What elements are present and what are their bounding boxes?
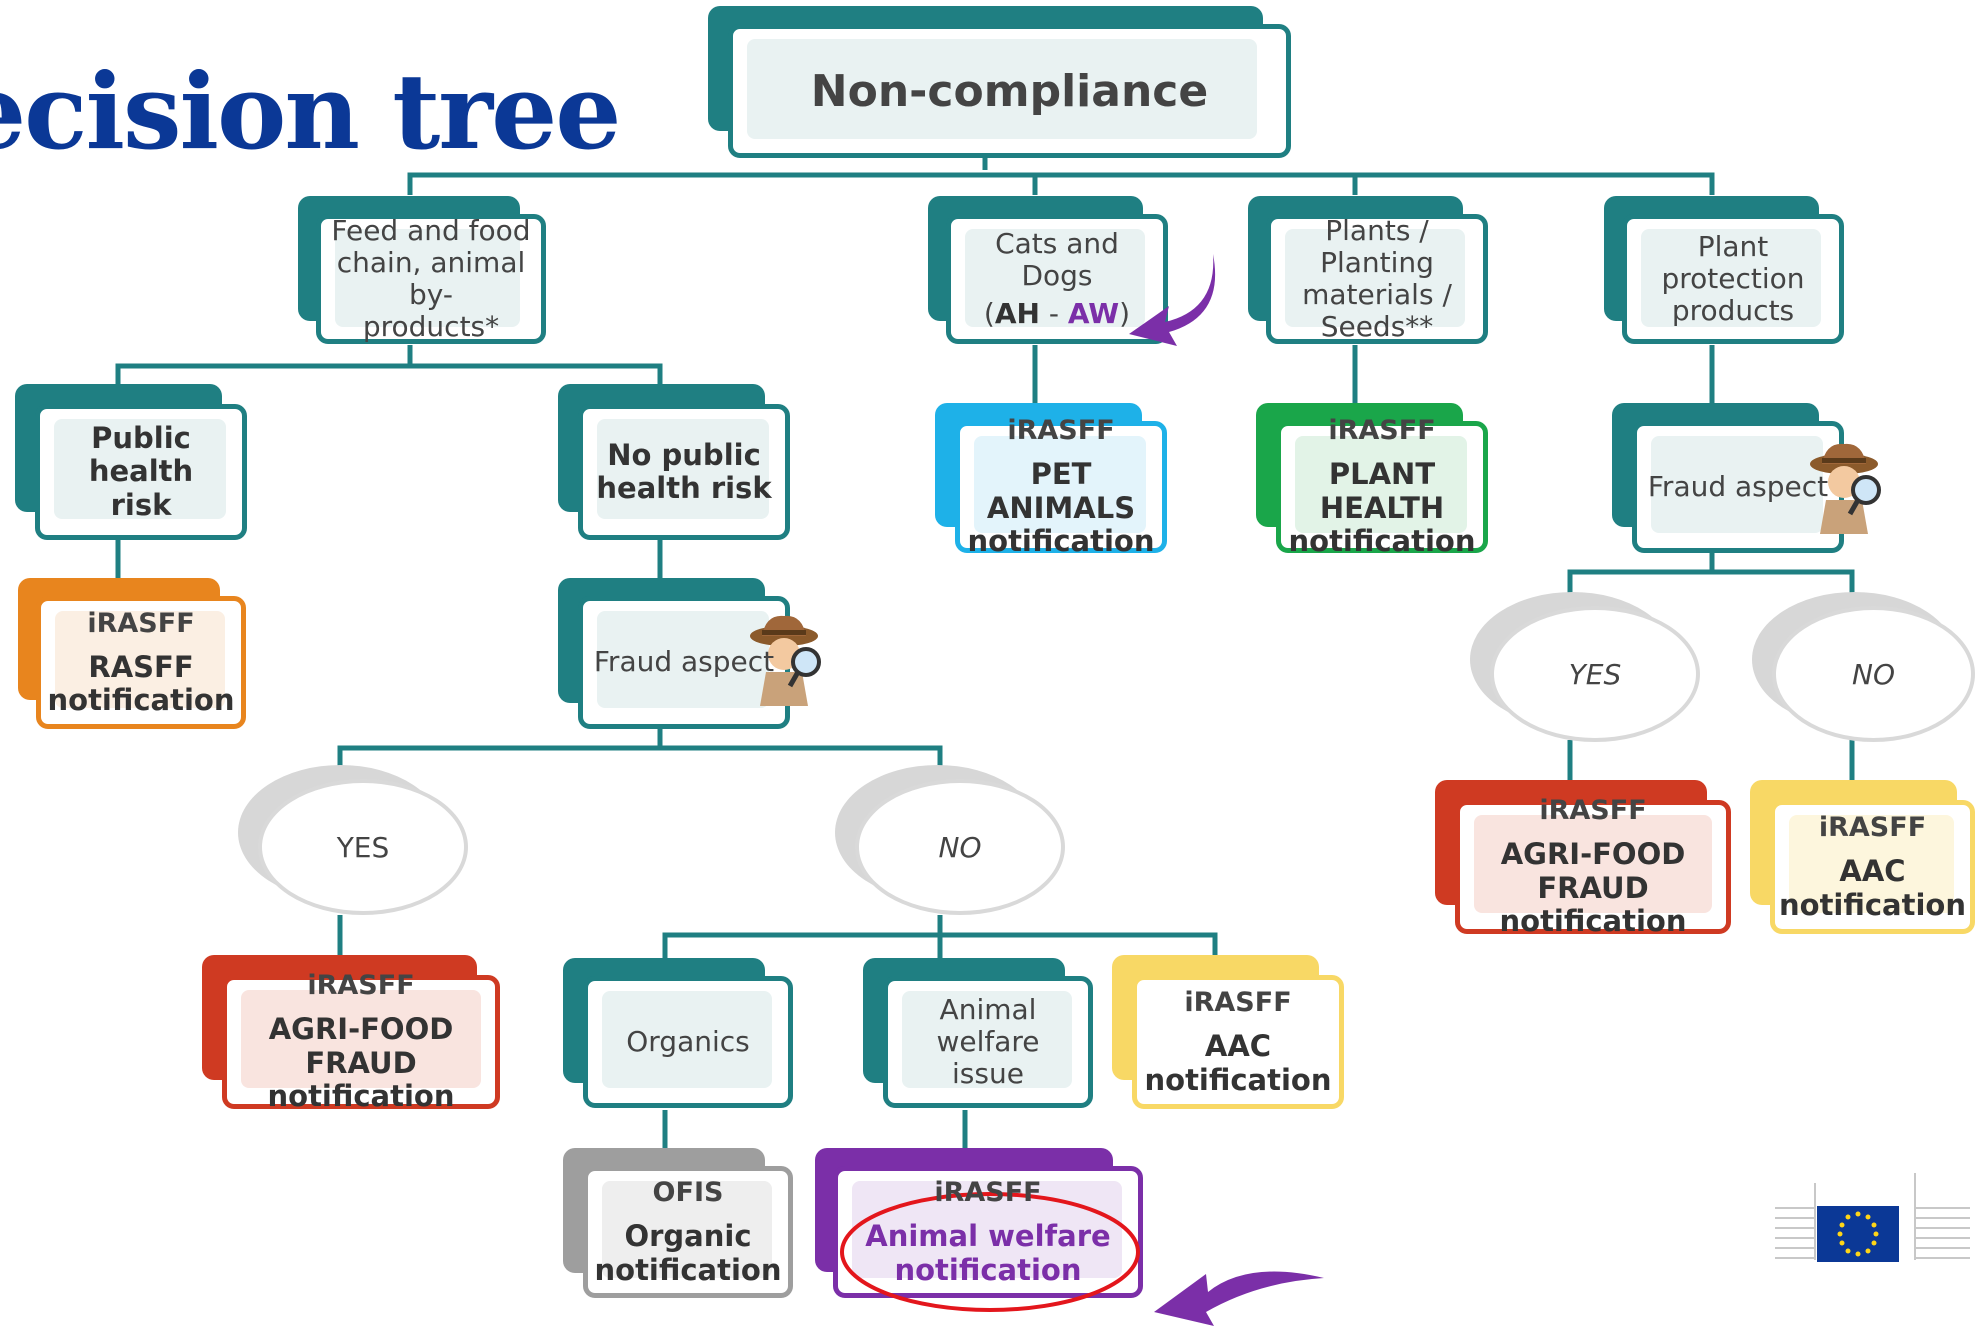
aacl-line-2: notification: [1144, 1062, 1332, 1097]
no-oval-right: NO: [1752, 592, 1975, 742]
pet-line-1: PET ANIMALS: [986, 457, 1136, 525]
ofis-node: OFIS Organic notification: [563, 1148, 793, 1300]
ph-line-1: PLANT HEALTH: [1319, 457, 1445, 525]
phr-line-1: Public health: [88, 420, 194, 489]
public-health-risk-node: Public health risk: [15, 384, 247, 540]
detective-icon-right: [1810, 443, 1881, 534]
animal-welfare-issue-node: Animal welfare issue: [863, 958, 1093, 1110]
aw-label: AW: [1067, 297, 1120, 331]
fraud-aspect-right-label: Fraud aspect: [1647, 469, 1829, 503]
awn-line-1: Animal welfare: [865, 1219, 1111, 1254]
purple-arrow-icon-bottom: [1154, 1271, 1324, 1326]
aacr-line-2: notification: [1779, 887, 1966, 922]
pet-animals-node: iRASFF PET ANIMALS notification: [935, 403, 1167, 559]
rasff-head: iRASFF: [87, 607, 195, 639]
non-compliance-node: Non-compliance: [708, 6, 1293, 158]
aac-node-left: iRASFF AAC notification: [1112, 955, 1344, 1110]
organics-label: Organics: [626, 1024, 750, 1058]
aacr-line-1: AAC: [1839, 854, 1906, 889]
aac-node-right: iRASFF AAC notification: [1750, 780, 1975, 935]
plant-protection-node: Plant protection products: [1604, 196, 1846, 348]
awn-head: iRASFF: [934, 1177, 1042, 1209]
afr-head: iRASFF: [1539, 795, 1647, 827]
yes-oval-right: YES: [1470, 592, 1700, 742]
slide-title: ecision tree: [0, 50, 621, 173]
eu-commission-logo: [1775, 1173, 1970, 1262]
root-label: Non-compliance: [810, 65, 1209, 117]
plants-line-1: Plants / Planting: [1320, 213, 1434, 279]
no-oval-left: NO: [835, 765, 1065, 915]
fraud-aspect-node-right: Fraud aspect: [1612, 403, 1844, 555]
aacr-head: iRASFF: [1818, 812, 1927, 844]
fraud-aspect-label: Fraud aspect: [593, 645, 775, 679]
feed-line-3: products*: [362, 310, 500, 344]
no-public-health-risk-node: No public health risk: [558, 384, 790, 540]
cats-dogs-node: Cats and Dogs (AH - AW): [928, 196, 1170, 348]
ph-head: iRASFF: [1328, 415, 1436, 447]
ph-line-2: notification: [1288, 524, 1476, 559]
nphr-line-2: health risk: [596, 471, 772, 505]
pet-line-2: notification: [967, 524, 1155, 559]
yes-oval-left: YES: [238, 765, 468, 915]
no-label-right: NO: [1772, 606, 1975, 742]
animal-welfare-notification-node: iRASFF Animal welfare notification: [815, 1148, 1143, 1300]
organics-node: Organics: [563, 958, 793, 1110]
ofis-head: OFIS: [652, 1177, 724, 1209]
phr-line-2: risk: [110, 487, 172, 522]
afr-line-1: AGRI-FOOD FRAUD: [1500, 837, 1686, 905]
red-highlight-circle: [840, 1192, 1140, 1312]
detective-icon: [750, 615, 821, 706]
pp-line-2: products: [1671, 294, 1795, 328]
aacl-head: iRASFF: [1184, 987, 1292, 1019]
yes-label: YES: [258, 779, 468, 915]
plants-line-2: materials /: [1302, 278, 1452, 311]
afl-line-2: notification: [267, 1079, 455, 1114]
purple-arrow-icon-top: [1129, 254, 1216, 346]
afr-line-2: notification: [1499, 904, 1687, 939]
nphr-line-1: No public: [607, 437, 761, 472]
feed-food-node: Feed and food chain, animal by- products…: [298, 196, 548, 348]
awi-line-2: issue: [952, 1057, 1024, 1091]
fraud-aspect-node: Fraud aspect: [558, 578, 790, 731]
afl-head: iRASFF: [307, 970, 415, 1002]
ofis-line-1: Organic: [624, 1219, 752, 1254]
rasff-notification-node: iRASFF RASFF notification: [18, 578, 248, 731]
ofis-line-2: notification: [594, 1252, 782, 1287]
plants-node: Plants / Planting materials / Seeds**: [1248, 196, 1490, 348]
rasff-line-2: notification: [47, 683, 235, 717]
ah-label: AH: [994, 297, 1040, 331]
feed-line-1: Feed and food: [331, 213, 531, 247]
dash: -: [1039, 297, 1068, 331]
yes-label-right: YES: [1490, 606, 1700, 742]
agri-food-fraud-node-right: iRASFF AGRI-FOOD FRAUD notification: [1435, 780, 1731, 939]
awi-line-1: Animal welfare: [936, 992, 1040, 1058]
agri-food-fraud-node-left: iRASFF AGRI-FOOD FRAUD notification: [202, 955, 500, 1114]
awn-line-2: notification: [894, 1252, 1082, 1287]
plant-health-node: iRASFF PLANT HEALTH notification: [1256, 403, 1488, 559]
paren-open: (: [983, 297, 995, 331]
aacl-line-1: AAC: [1204, 1029, 1272, 1064]
cats-line-1: Cats and Dogs: [995, 226, 1119, 292]
afl-line-1: AGRI-FOOD FRAUD: [268, 1012, 454, 1080]
rasff-line-1: RASFF: [88, 649, 194, 684]
pp-line-1: Plant protection: [1661, 229, 1805, 295]
pet-head: iRASFF: [1007, 415, 1115, 447]
paren-close: ): [1119, 297, 1131, 331]
feed-line-2: chain, animal by-: [336, 245, 526, 311]
no-label: NO: [855, 779, 1065, 915]
plants-line-3: Seeds**: [1320, 310, 1434, 344]
